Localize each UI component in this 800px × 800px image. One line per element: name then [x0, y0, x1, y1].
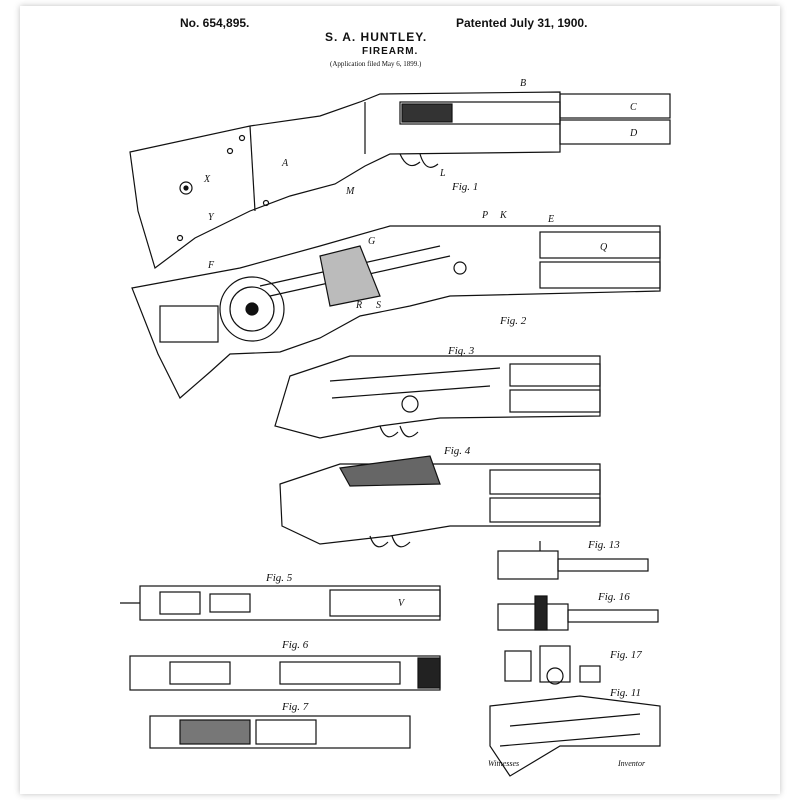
ref-label-l: L	[439, 168, 446, 179]
fig7-label: Fig. 7	[281, 701, 309, 713]
fig17-drawing	[504, 645, 601, 685]
fig1-label: Fig. 1	[451, 181, 478, 193]
patent-drawing: Fig. 1 Fig. 2 Fig. 3 Fig. 4 Fig. 5 Fig. …	[120, 78, 671, 777]
fig1-drawing	[129, 91, 671, 269]
ref-label-m: M	[345, 186, 355, 197]
fig17-label: Fig. 17	[609, 649, 642, 661]
fig4-label: Fig. 4	[443, 445, 471, 457]
fig3-label: Fig. 3	[447, 345, 475, 357]
ref-label-v: V	[398, 598, 406, 609]
ref-label-b: B	[520, 78, 526, 89]
patent-date: Patented July 31, 1900.	[456, 16, 588, 30]
ref-label-r: R	[355, 300, 362, 311]
filing-date: (Application filed May 6, 1899.)	[330, 60, 422, 68]
fig5-label: Fig. 5	[265, 572, 293, 584]
patent-number: No. 654,895.	[180, 16, 250, 30]
fig7-drawing	[149, 715, 411, 749]
ref-label-q: Q	[600, 242, 608, 253]
fig4-drawing	[279, 455, 601, 548]
fig2-label: Fig. 2	[499, 315, 527, 327]
ref-label-g: G	[368, 236, 375, 247]
ref-label-d: D	[629, 128, 638, 139]
fig16-label: Fig. 16	[597, 591, 630, 603]
ref-label-x: X	[203, 174, 211, 185]
ref-label-e: E	[547, 214, 554, 225]
ref-label-a: A	[281, 158, 289, 169]
witnesses-label: Witnesses	[488, 759, 519, 768]
ref-label-c: C	[630, 102, 637, 113]
fig3-drawing	[274, 355, 601, 439]
ref-label-k: K	[499, 210, 508, 221]
patent-title: FIREARM.	[362, 46, 419, 57]
ref-label-s: S	[376, 300, 381, 311]
fig11-drawing	[489, 695, 661, 777]
fig13-label: Fig. 13	[587, 539, 620, 551]
fig2-drawing	[131, 225, 661, 399]
fig5-drawing	[120, 585, 441, 621]
fig13-drawing	[497, 541, 649, 580]
ref-label-y: Y	[208, 212, 215, 223]
fig11-label: Fig. 11	[609, 687, 641, 699]
ref-label-p: P	[481, 210, 488, 221]
ref-label-f: F	[207, 260, 215, 271]
inventor-label: Inventor	[617, 759, 646, 768]
inventor-name: S. A. HUNTLEY.	[325, 30, 428, 44]
fig6-drawing	[129, 655, 441, 691]
patent-poster: No. 654,895. S. A. HUNTLEY. Patented Jul…	[20, 6, 780, 794]
fig6-label: Fig. 6	[281, 639, 309, 651]
fig16-drawing	[497, 595, 659, 631]
